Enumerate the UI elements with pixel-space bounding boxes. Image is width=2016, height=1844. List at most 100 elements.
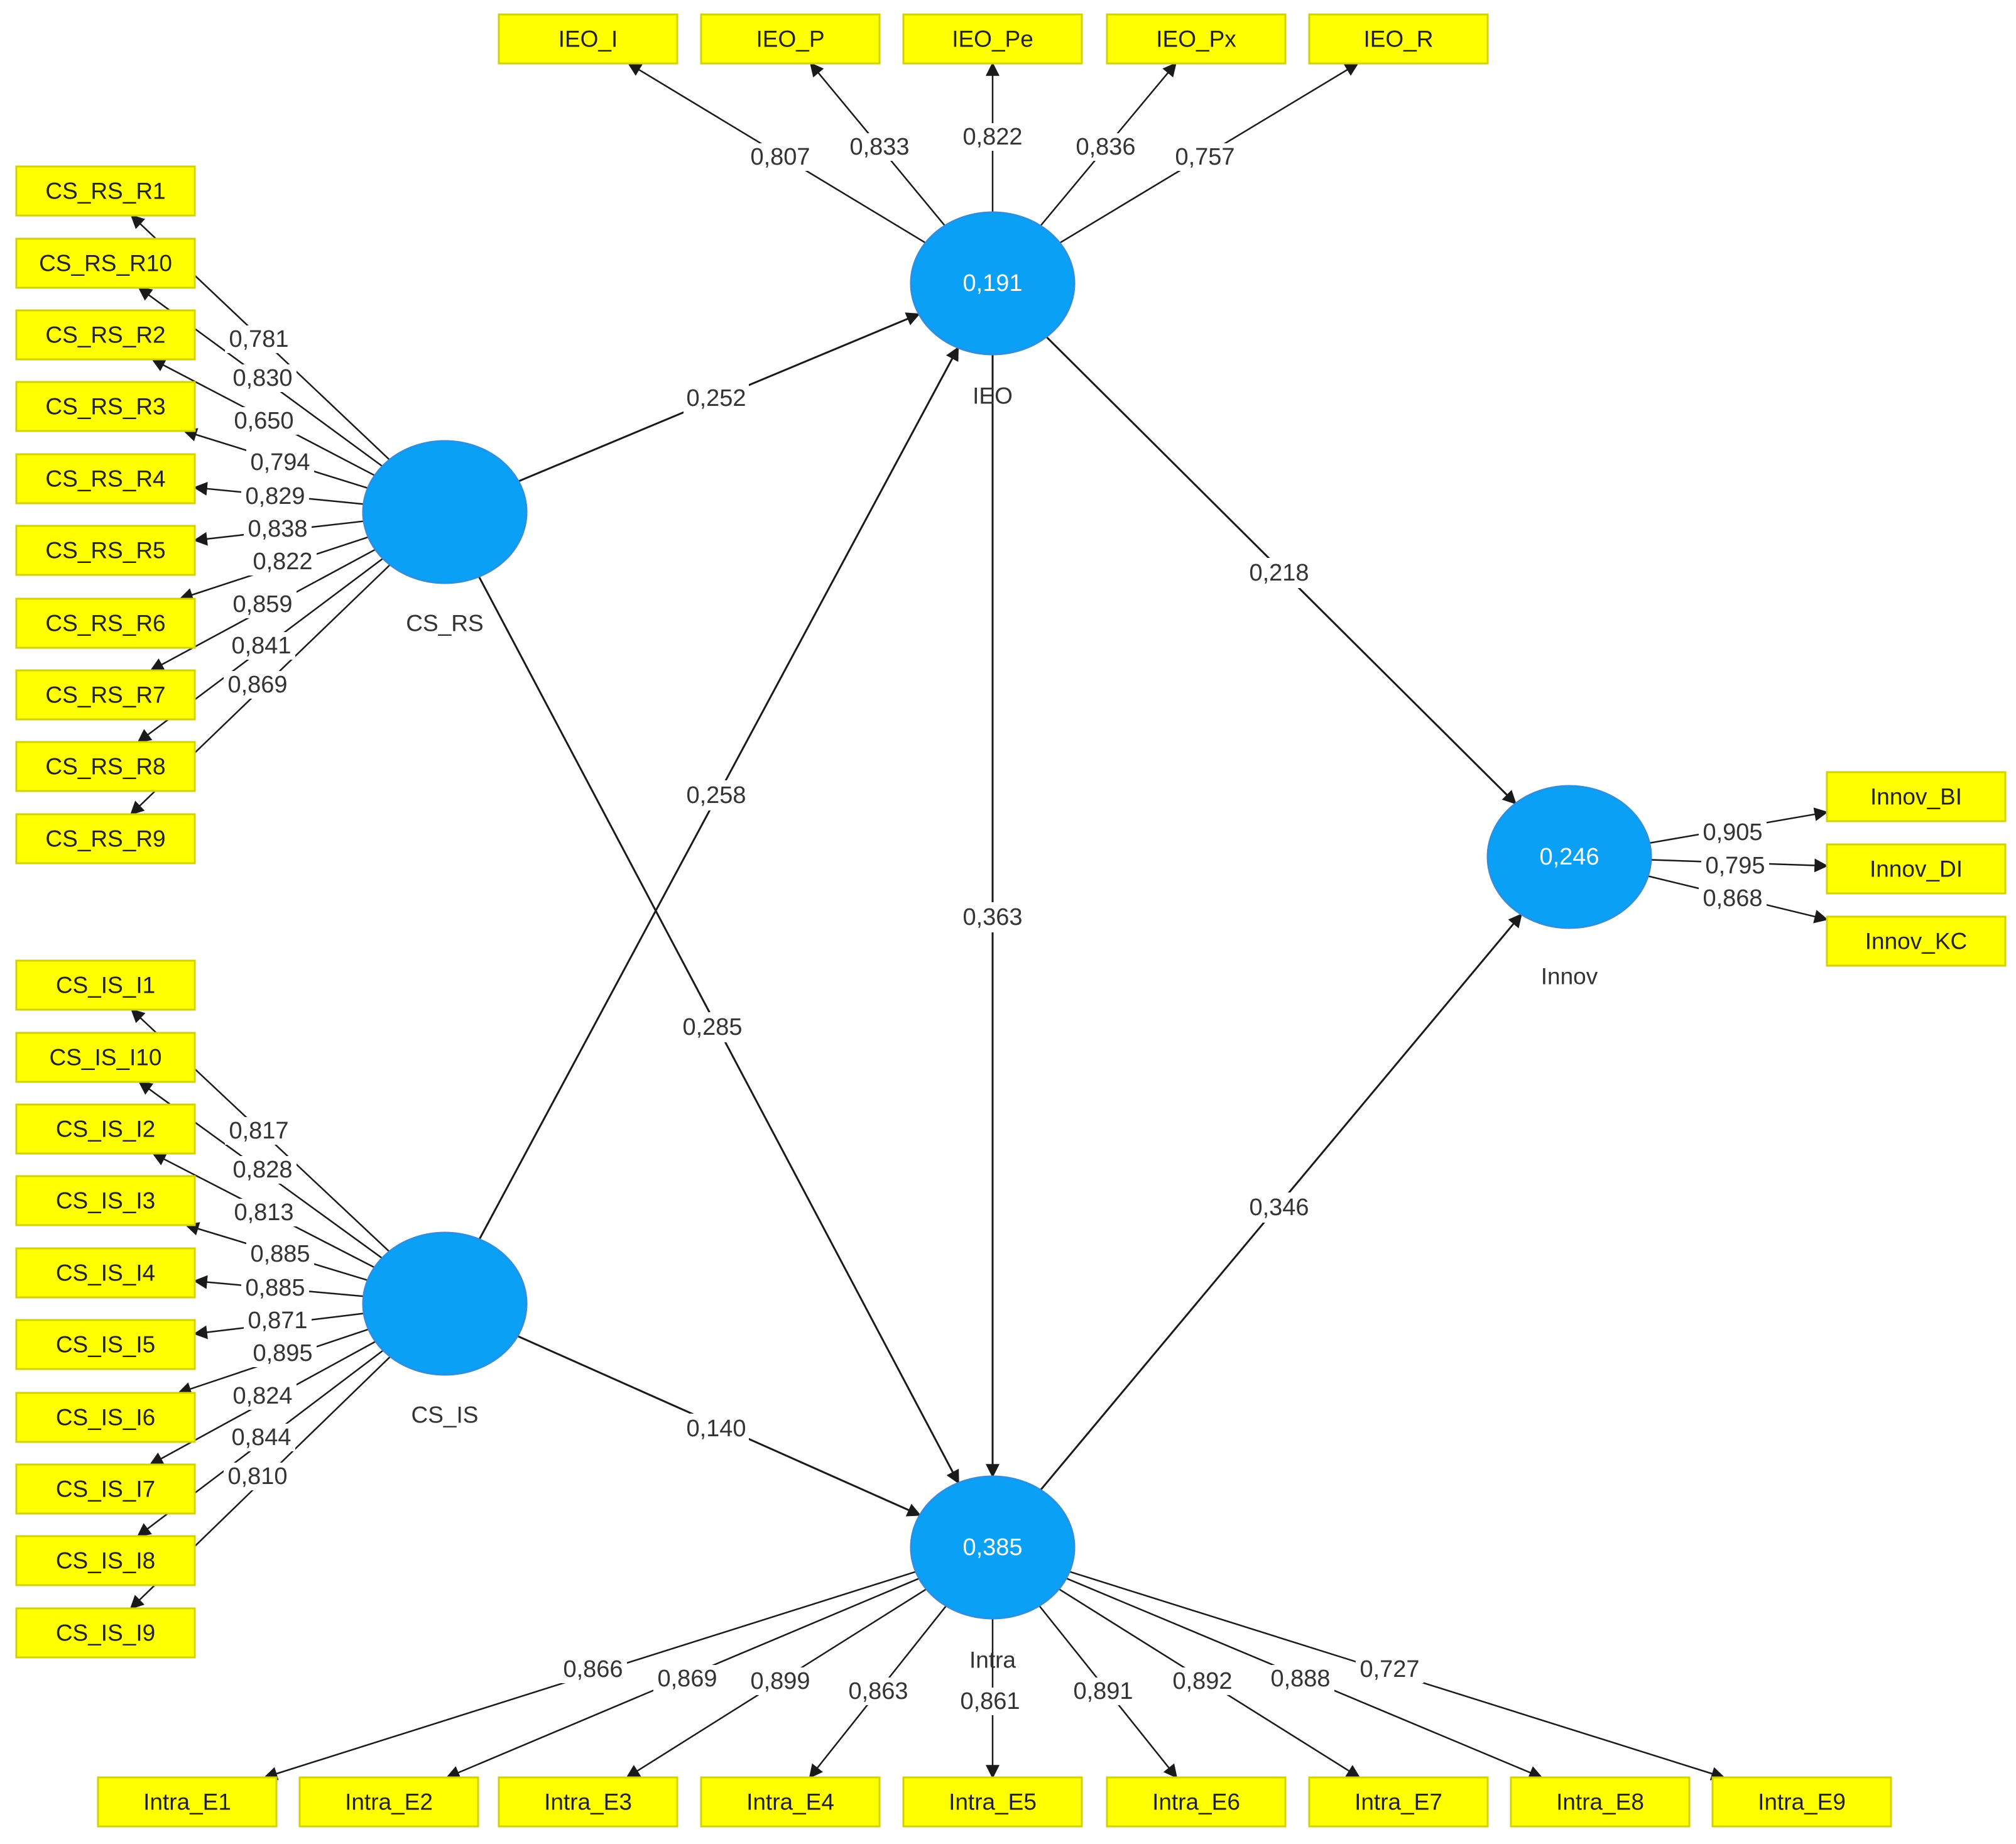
- loading-value-cs-is-i3: 0,885: [250, 1241, 310, 1267]
- loading-bg: [1072, 133, 1140, 161]
- indicator-box-intra-e4[interactable]: [700, 1776, 881, 1828]
- indicator-box-cs-is-i10[interactable]: [15, 1032, 196, 1083]
- indicator-label-intra-e4: Intra_E4: [746, 1789, 834, 1815]
- indicator-box-cs-rs-r9[interactable]: [15, 813, 196, 865]
- indicator-box-cs-rs-r5[interactable]: [15, 525, 196, 576]
- indicator-box-intra-e2[interactable]: [298, 1776, 479, 1828]
- latent-node-ieo[interactable]: [910, 211, 1076, 356]
- indicator-box-cs-rs-r2[interactable]: [15, 309, 196, 361]
- r-squared-intra: 0,385: [962, 1534, 1022, 1561]
- path-coefficient-cs-is-to-ieo: 0,258: [686, 782, 746, 809]
- loading-value-cs-rs-r6: 0,822: [253, 548, 312, 575]
- loading-bg: [1699, 819, 1767, 846]
- loading-value-intra-e9: 0,727: [1359, 1656, 1419, 1683]
- indicator-box-innov-di[interactable]: [1826, 843, 2007, 895]
- indicator-label-ieo-i: IEO_I: [558, 26, 618, 52]
- loading-value-cs-is-i10: 0,828: [232, 1157, 292, 1183]
- loading-bg: [249, 1339, 317, 1367]
- indicator-box-cs-is-i1[interactable]: [15, 959, 196, 1011]
- indicator-label-cs-rs-r3: CS_RS_R3: [45, 394, 165, 420]
- indicator-box-innov-bi[interactable]: [1826, 771, 2007, 822]
- indicator-box-intra-e8[interactable]: [1510, 1776, 1691, 1828]
- indicator-box-cs-is-i3[interactable]: [15, 1175, 196, 1226]
- indicator-box-cs-rs-r7[interactable]: [15, 669, 196, 721]
- indicator-label-intra-e3: Intra_E3: [544, 1789, 632, 1815]
- loading-bg: [559, 1656, 627, 1683]
- indicator-box-intra-e1[interactable]: [97, 1776, 278, 1828]
- loading-bg: [225, 1117, 293, 1145]
- loading-value-cs-rs-r4: 0,829: [245, 483, 305, 510]
- indicator-box-intra-e6[interactable]: [1106, 1776, 1287, 1828]
- loading-value-intra-e3: 0,899: [750, 1668, 810, 1694]
- loading-value-intra-e5: 0,861: [960, 1688, 1020, 1715]
- loading-bg: [227, 1424, 295, 1451]
- loading-value-intra-e2: 0,869: [657, 1666, 717, 1692]
- indicator-box-cs-is-i8[interactable]: [15, 1535, 196, 1586]
- indicator-box-intra-e5[interactable]: [902, 1776, 1083, 1828]
- indicator-box-intra-e7[interactable]: [1308, 1776, 1489, 1828]
- loading-value-innov-bi: 0,905: [1703, 819, 1762, 846]
- loading-bg: [1701, 852, 1769, 880]
- indicator-label-innov-bi: Innov_BI: [1870, 784, 1962, 810]
- indicator-box-cs-rs-r3[interactable]: [15, 381, 196, 432]
- loading-value-cs-rs-r1: 0,781: [229, 326, 288, 352]
- loading-bg: [844, 1678, 912, 1705]
- indicator-box-cs-is-i2[interactable]: [15, 1103, 196, 1155]
- loading-bg: [229, 1382, 297, 1410]
- loading-value-cs-rs-r8: 0,841: [231, 633, 291, 659]
- latent-node-intra[interactable]: [910, 1475, 1076, 1620]
- indicator-box-cs-is-i4[interactable]: [15, 1247, 196, 1299]
- indicator-box-ieo-p[interactable]: [700, 13, 881, 65]
- loading-value-intra-e7: 0,892: [1172, 1668, 1232, 1694]
- loading-value-cs-is-i1: 0,817: [229, 1118, 288, 1144]
- indicator-box-ieo-px[interactable]: [1106, 13, 1287, 65]
- loading-bg: [241, 483, 309, 510]
- indicator-label-intra-e7: Intra_E7: [1354, 1789, 1442, 1815]
- r-squared-innov: 0,246: [1539, 844, 1599, 870]
- indicator-box-intra-e3[interactable]: [498, 1776, 678, 1828]
- indicator-label-ieo-px: IEO_Px: [1156, 26, 1236, 52]
- indicator-label-cs-rs-r5: CS_RS_R5: [45, 538, 165, 564]
- indicator-box-cs-rs-r4[interactable]: [15, 453, 196, 505]
- indicator-box-cs-is-i9[interactable]: [15, 1607, 196, 1659]
- indicator-label-cs-rs-r2: CS_RS_R2: [45, 322, 165, 348]
- loading-bg: [225, 325, 293, 353]
- loading-bg: [746, 1667, 814, 1695]
- path-coefficient-cs-rs-to-ieo: 0,252: [686, 385, 746, 412]
- loading-value-ieo-pe: 0,822: [962, 124, 1022, 150]
- loading-value-ieo-px: 0,836: [1076, 134, 1135, 160]
- indicator-box-cs-is-i7[interactable]: [15, 1463, 196, 1515]
- loading-value-intra-e4: 0,863: [848, 1678, 908, 1705]
- indicator-label-cs-is-i6: CS_IS_I6: [56, 1405, 155, 1431]
- indicator-label-innov-di: Innov_DI: [1870, 856, 1963, 882]
- indicator-box-cs-rs-r1[interactable]: [15, 165, 196, 217]
- indicator-box-ieo-r[interactable]: [1308, 13, 1489, 65]
- path-coef-bg: [960, 902, 1025, 932]
- indicator-label-cs-is-i5: CS_IS_I5: [56, 1332, 155, 1358]
- latent-node-cs-is[interactable]: [362, 1231, 528, 1376]
- indicator-label-cs-rs-r1: CS_RS_R1: [45, 178, 165, 204]
- latent-label-intra: Intra: [969, 1647, 1016, 1673]
- indicator-box-cs-is-i6[interactable]: [15, 1392, 196, 1443]
- indicator-label-intra-e9: Intra_E9: [1758, 1789, 1846, 1815]
- indicator-box-intra-e9[interactable]: [1711, 1776, 1892, 1828]
- indicator-box-ieo-i[interactable]: [498, 13, 678, 65]
- indicator-box-innov-kc[interactable]: [1826, 915, 2007, 967]
- indicator-box-cs-is-i5[interactable]: [15, 1319, 196, 1370]
- latent-node-cs-rs[interactable]: [362, 440, 528, 584]
- loading-value-intra-e8: 0,888: [1270, 1666, 1330, 1692]
- indicator-label-intra-e2: Intra_E2: [345, 1789, 433, 1815]
- indicator-box-cs-rs-r8[interactable]: [15, 741, 196, 792]
- loading-bg: [244, 515, 312, 543]
- loading-value-innov-kc: 0,868: [1703, 885, 1762, 912]
- path-coefficient-cs-is-to-intra: 0,140: [686, 1416, 746, 1442]
- latent-node-innov[interactable]: [1486, 785, 1652, 929]
- indicator-box-cs-rs-r6[interactable]: [15, 597, 196, 649]
- loading-value-cs-is-i2: 0,813: [234, 1199, 293, 1226]
- indicator-label-cs-is-i10: CS_IS_I10: [50, 1045, 162, 1071]
- latent-label-cs-is: CS_IS: [411, 1402, 479, 1428]
- indicator-label-cs-is-i1: CS_IS_I1: [56, 973, 155, 998]
- indicator-box-cs-rs-r10[interactable]: [15, 237, 196, 289]
- indicator-box-ieo-pe[interactable]: [902, 13, 1083, 65]
- loading-bg: [229, 364, 297, 392]
